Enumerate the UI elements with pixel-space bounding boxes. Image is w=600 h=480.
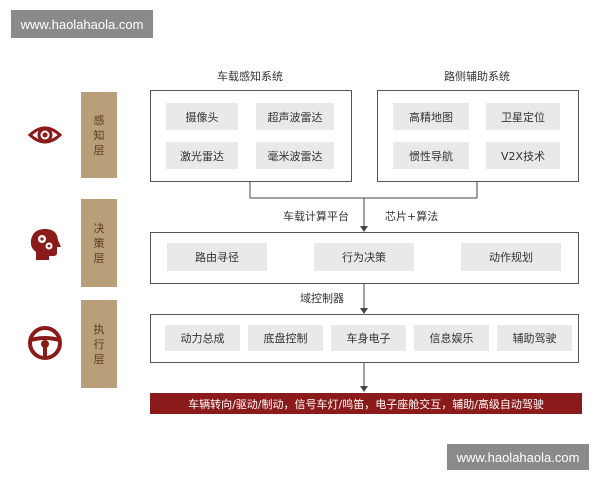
hd-map-box: 高精地图	[393, 103, 469, 130]
domain-controller-label: 域控制器	[300, 292, 344, 305]
body-electronics-box: 车身电子	[331, 325, 406, 351]
watermark-top: www.haolahaola.com	[11, 10, 153, 38]
powertrain-box: 动力总成	[165, 325, 240, 351]
motion-planning-box: 动作规划	[461, 243, 561, 271]
assisted-driving-box: 辅助驾驶	[497, 325, 572, 351]
steering-wheel-icon	[28, 326, 62, 360]
mmwave-radar-box: 毫米波雷达	[256, 142, 334, 169]
inertial-navigation-box: 惯性导航	[393, 142, 469, 169]
ultrasonic-radar-box: 超声波雷达	[256, 103, 334, 130]
infotainment-box: 信息娱乐	[414, 325, 489, 351]
chip-algorithm-label: 芯片+算法	[385, 210, 439, 223]
satellite-positioning-box: 卫星定位	[486, 103, 560, 130]
layer-label-perception: 感 知 层	[81, 92, 117, 178]
camera-box: 摄像头	[166, 103, 238, 130]
behavior-decision-box: 行为决策	[314, 243, 414, 271]
chassis-control-box: 底盘控制	[248, 325, 323, 351]
layer-label-decision: 决 策 层	[81, 199, 117, 287]
compute-platform-label: 车载计算平台	[283, 210, 349, 223]
watermark-bottom: www.haolahaola.com	[447, 444, 589, 470]
brain-gears-icon	[30, 229, 61, 260]
layer-label-execution: 执 行 层	[81, 300, 117, 388]
onboard-perception-title: 车载感知系统	[217, 70, 283, 83]
route-planning-box: 路由寻径	[167, 243, 267, 271]
lidar-box: 激光雷达	[166, 142, 238, 169]
v2x-box: V2X技术	[486, 142, 560, 169]
actuation-summary-bar: 车辆转向/驱动/制动，信号车灯/鸣笛，电子座舱交互，辅助/高级自动驾驶	[150, 393, 582, 414]
eye-icon	[28, 126, 62, 144]
roadside-assist-title: 路侧辅助系统	[444, 70, 510, 83]
